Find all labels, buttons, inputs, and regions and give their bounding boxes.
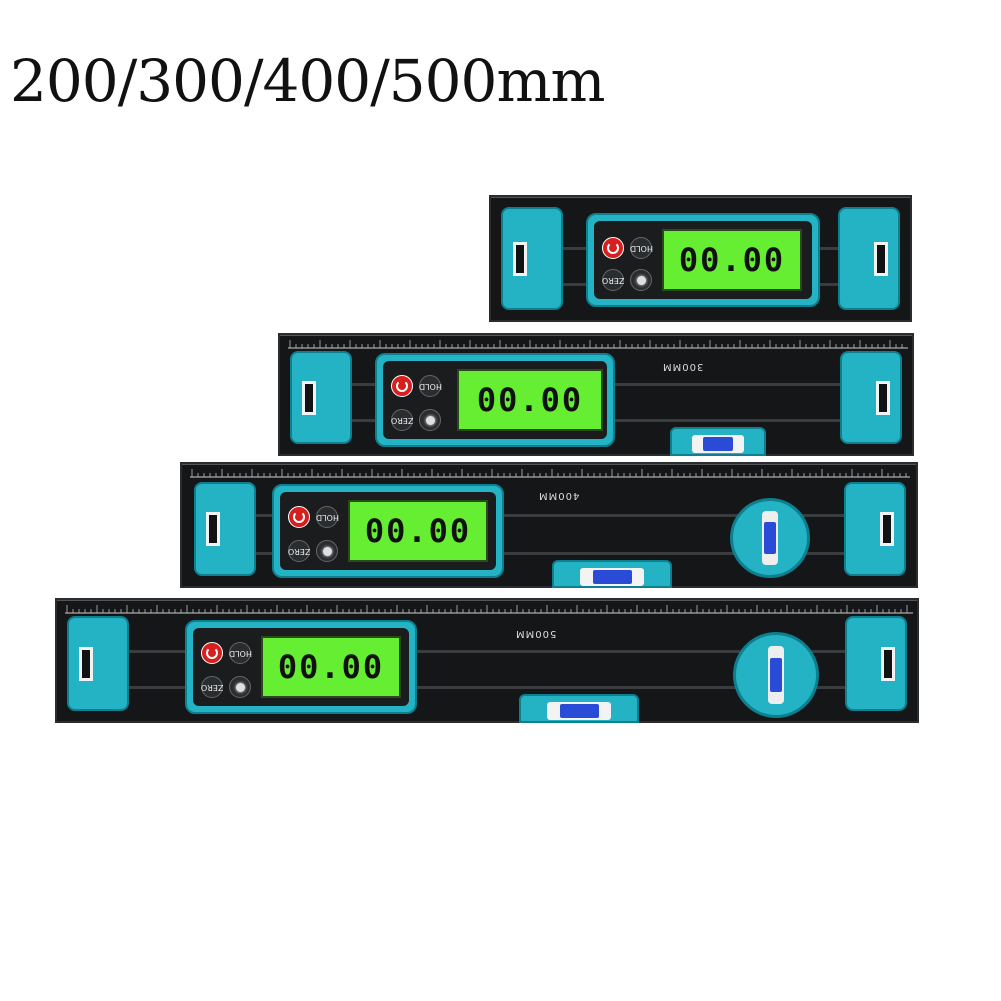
power-button[interactable] [288,506,310,528]
display-panel: HOLD ZERO 00.00 [375,353,615,447]
zero-label: ZERO [287,546,311,556]
headline: 200/300/400/500mm [10,47,605,115]
power-button[interactable] [602,237,624,259]
horizontal-vial [670,427,766,456]
end-cap-right [838,207,900,310]
ruler-scale [65,605,913,614]
zero-button[interactable]: ZERO [201,676,223,698]
horizontal-vial [519,694,639,723]
level-300mm: HOLD ZERO 00.00 300MM [278,333,914,456]
zero-label: ZERO [200,682,224,692]
end-cap-left [194,482,256,576]
lcd-display: 00.00 [662,229,802,291]
lcd-display: 00.00 [457,369,603,431]
display-panel: HOLD ZERO 00.00 [272,484,504,578]
hold-button[interactable]: HOLD [630,237,652,259]
vertical-vial [733,632,819,718]
ruler-scale [288,340,908,349]
horizontal-vial [552,560,672,588]
level-400mm: HOLD ZERO 00.00 400MM [180,462,918,588]
backlight-button[interactable] [229,676,251,698]
size-label: 400MM [538,490,580,501]
power-button[interactable] [391,375,413,397]
hold-label: HOLD [315,512,339,522]
zero-label: ZERO [601,275,625,285]
end-cap-right [845,616,907,711]
vertical-vial [730,498,810,578]
level-500mm: HOLD ZERO 00.00 500MM [55,598,919,723]
hold-button[interactable]: HOLD [229,642,251,664]
end-cap-left [290,351,352,444]
zero-label: ZERO [390,415,414,425]
hanging-slot [513,241,527,276]
zero-button[interactable]: ZERO [391,409,413,431]
backlight-button[interactable] [316,540,338,562]
lcd-display: 00.00 [348,500,488,562]
size-label: 500MM [515,628,557,639]
hanging-slot [874,241,888,276]
power-button[interactable] [201,642,223,664]
ruler-scale [190,469,910,478]
display-panel: HOLD ZERO 00.00 [185,620,417,714]
end-cap-left [501,207,563,310]
size-label: 300MM [662,361,704,372]
level-200mm: HOLD ZERO 00.00 [489,195,912,322]
end-cap-right [844,482,906,576]
lcd-display: 00.00 [261,636,401,698]
backlight-button[interactable] [630,269,652,291]
hold-label: HOLD [629,243,653,253]
end-cap-left [67,616,129,711]
zero-button[interactable]: ZERO [288,540,310,562]
display-panel: HOLD ZERO 00.00 [586,213,820,307]
zero-button[interactable]: ZERO [602,269,624,291]
hold-label: HOLD [228,648,252,658]
end-cap-right [840,351,902,444]
hold-label: HOLD [418,381,442,391]
hold-button[interactable]: HOLD [419,375,441,397]
backlight-button[interactable] [419,409,441,431]
hold-button[interactable]: HOLD [316,506,338,528]
